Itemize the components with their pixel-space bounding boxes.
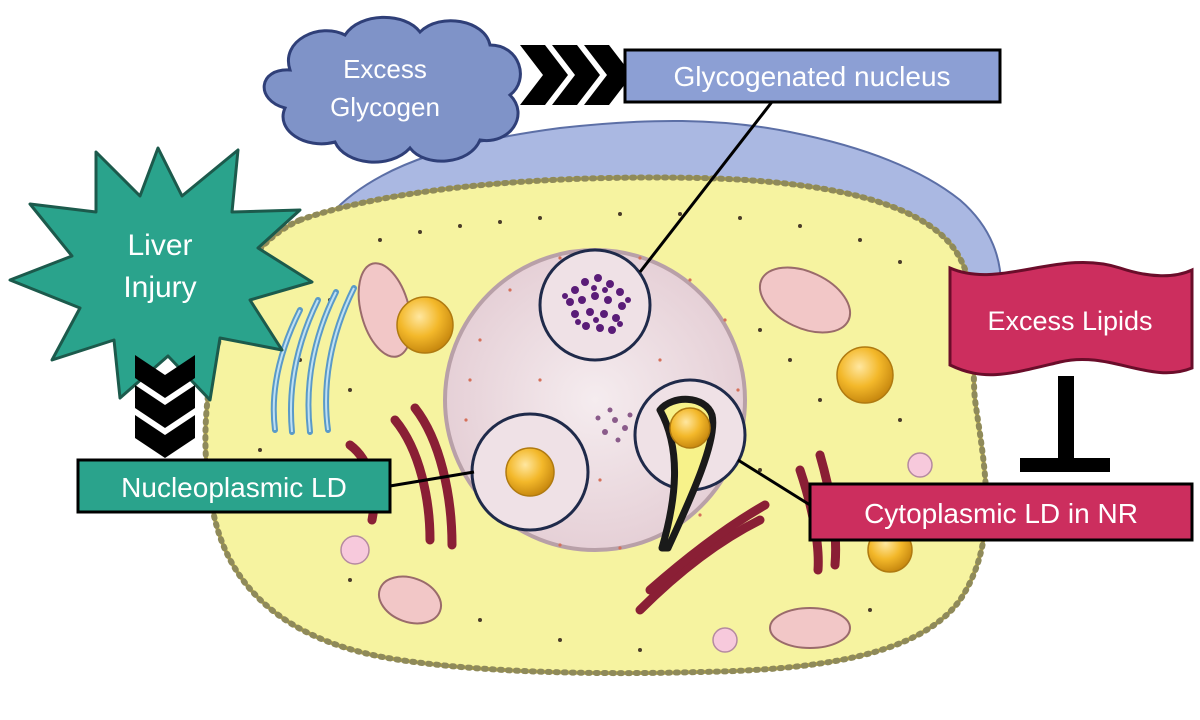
golgi-inner — [272, 287, 355, 433]
cytoplasmic-ld-in-nr-label-box: Cytoplasmic LD in NR — [808, 482, 1194, 542]
nucleoplasmic-ld-inset — [470, 412, 590, 532]
glycogenated-nucleus-text: Glycogenated nucleus — [673, 61, 950, 92]
liver-injury-starburst: Liver Injury — [8, 146, 314, 402]
connector-cytoplasmic — [737, 458, 811, 507]
chevron-right-icon — [520, 45, 632, 105]
cytoplasmic-ld-nr-inset — [633, 378, 747, 552]
excess-glycogen-cloud: Excess Glycogen — [262, 15, 522, 164]
liver-injury-line1: Liver — [127, 229, 192, 262]
glycogenated-nucleus-label-box: Glycogenated nucleus — [623, 48, 1002, 104]
liver-injury-line2: Injury — [123, 271, 196, 304]
excess-glycogen-line2: Glycogen — [330, 92, 440, 122]
inhibition-icon — [1020, 376, 1110, 472]
excess-lipids-flag: Excess Lipids — [948, 260, 1194, 377]
glycogen-inset — [538, 248, 652, 362]
cytoplasmic-ld-in-nr-text: Cytoplasmic LD in NR — [864, 498, 1138, 529]
connector-glycogen — [638, 97, 777, 273]
connector-nucleoplasmic — [389, 470, 475, 488]
nucleoplasmic-ld-label-box: Nucleoplasmic LD — [76, 458, 392, 514]
excess-glycogen-line1: Excess — [343, 54, 427, 84]
nucleoplasmic-ld-text: Nucleoplasmic LD — [121, 472, 347, 503]
vesicles — [340, 452, 933, 653]
excess-lipids-text: Excess Lipids — [987, 306, 1152, 336]
connector-lines — [389, 97, 811, 507]
chevron-down-icon — [135, 355, 195, 458]
